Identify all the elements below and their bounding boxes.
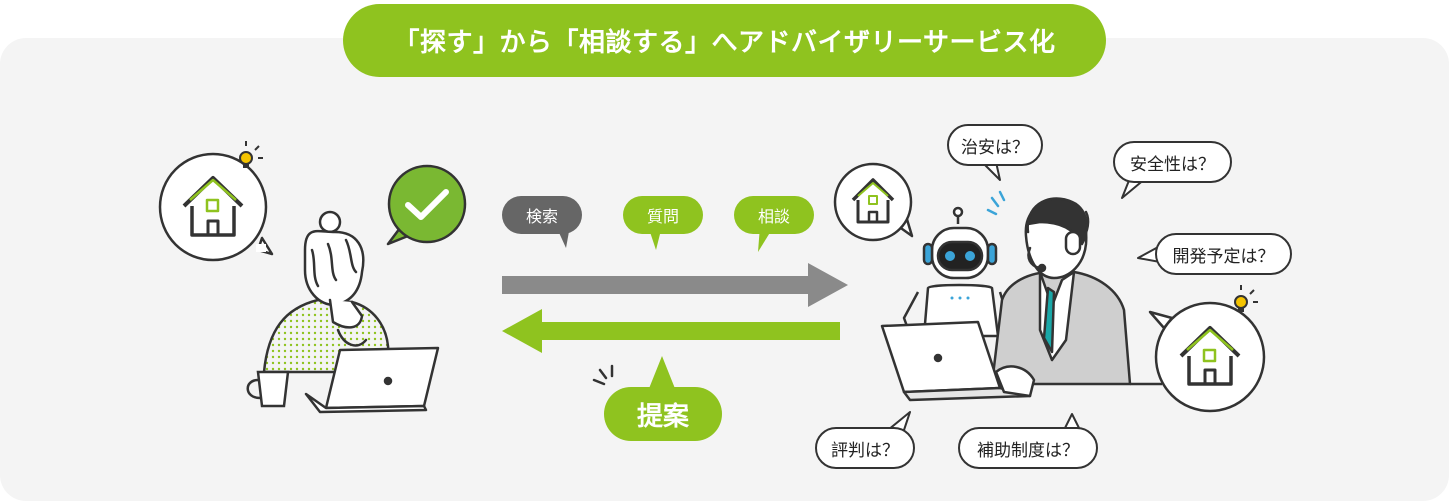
proposal-arrow xyxy=(502,309,840,353)
question-development: 開発予定は？ xyxy=(1155,233,1292,275)
tag-proposal: 提案 xyxy=(604,387,722,441)
question-security: 安全性は？ xyxy=(1113,141,1232,183)
request-arrow xyxy=(502,263,848,307)
check-bubble xyxy=(386,164,467,246)
laptop-icon xyxy=(304,346,440,414)
question-safety-area: 治安は？ xyxy=(947,124,1043,166)
tag-search: 検索 xyxy=(502,196,582,234)
house-icon xyxy=(851,178,895,224)
woman-user xyxy=(262,210,392,374)
house-bubble-left xyxy=(158,152,274,262)
lightbulb-icon xyxy=(1234,285,1258,312)
question-subsidy: 補助制度は？ xyxy=(958,427,1098,469)
sparkle-marks xyxy=(986,190,1006,216)
checkmark-icon xyxy=(405,189,449,220)
tag-consult: 相談 xyxy=(734,196,814,234)
question-reputation: 評判は？ xyxy=(815,427,915,469)
house-bubble-right-small xyxy=(833,162,914,242)
laptop-icon xyxy=(880,320,1162,402)
house-icon xyxy=(182,176,244,237)
lightbulb-icon xyxy=(239,141,263,168)
proposal-tail xyxy=(648,356,676,391)
emphasis-marks xyxy=(592,364,614,386)
tag-question: 質問 xyxy=(623,196,703,234)
robot-icon xyxy=(902,206,1010,341)
house-bubble-right-large xyxy=(1148,301,1266,413)
advisor-person xyxy=(990,197,1132,386)
mug-icon xyxy=(246,370,290,408)
page-title: 「探す」から「相談する」へアドバイザリーサービス化 xyxy=(343,4,1106,77)
house-icon xyxy=(1179,326,1241,386)
question-tails xyxy=(887,161,1161,431)
